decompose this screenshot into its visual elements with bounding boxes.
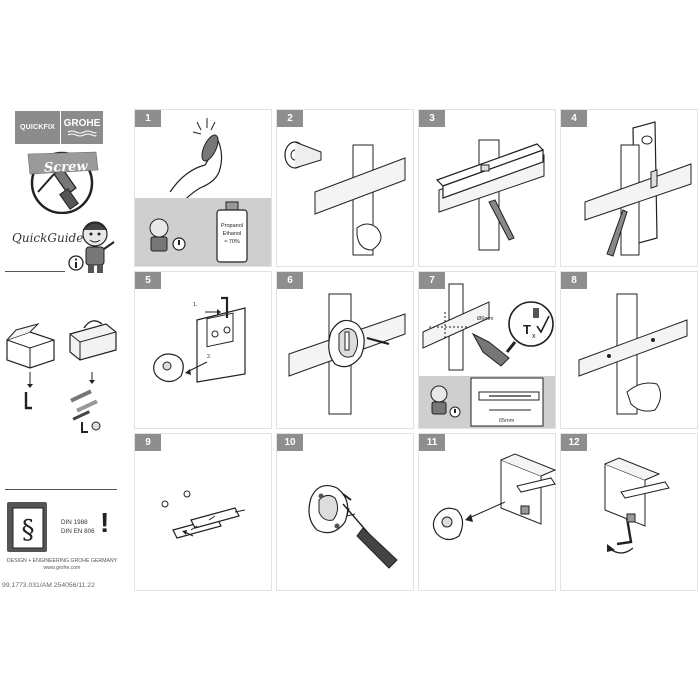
quickfix-logo: QUICKFIX — [15, 111, 60, 144]
step-panel-2: 2 — [276, 109, 414, 267]
install-type-label: Screw — [43, 159, 88, 176]
paragraph-icon: § — [7, 502, 47, 552]
svg-text:T: T — [523, 322, 531, 337]
step-number: 8 — [561, 272, 587, 289]
hex-tightening-illustration — [604, 457, 670, 554]
bottle-ethanol: Ethanol — [222, 231, 242, 237]
template-removal-illustration — [153, 296, 246, 383]
step-number: 4 — [561, 110, 587, 127]
mascot-icon — [82, 221, 115, 273]
level-illustration — [435, 139, 545, 251]
arrow-label-1: 1. — [193, 302, 198, 308]
drilling-illustration: T x — [422, 283, 554, 371]
step-panel-8: 8 — [560, 271, 698, 429]
drill-icon — [27, 151, 99, 214]
step-panel-10: 10 — [276, 433, 414, 591]
design-credit-text: DESIGN + ENGINEERING GROHE GERMANY — [6, 558, 118, 564]
grohe-waves-icon — [67, 130, 97, 137]
step-panel-7: 7 T x Ø6mm 65mm — [418, 271, 556, 429]
norms-divider — [5, 489, 117, 490]
step-panel-11: 11 — [418, 433, 557, 591]
depth-illustration — [430, 377, 544, 427]
info-icon — [68, 255, 84, 271]
step-number: 6 — [277, 272, 303, 289]
step-panel-4: 4 — [560, 109, 698, 267]
screwing-illustration — [308, 485, 398, 569]
step-number: 9 — [135, 434, 161, 451]
tape-illustration — [284, 141, 406, 256]
arrow-label-2: 2. — [207, 354, 212, 360]
dowel-insertion-illustration — [161, 490, 246, 539]
step-number: 2 — [277, 110, 303, 127]
step-panel-1: 1 Propanol Ethanol ≈ 70% — [134, 109, 272, 267]
warning-mark: ! — [100, 507, 110, 538]
hand-cleaning-illustration — [169, 118, 223, 203]
svg-text:§: § — [22, 515, 35, 545]
step-number: 1 — [135, 110, 161, 127]
bracket-positioning-illustration — [288, 293, 406, 415]
step-panel-9: 9 — [134, 433, 272, 591]
toolbox-icon — [69, 320, 117, 433]
guide-title: QuickGuide — [12, 231, 84, 245]
bottle-illustration — [149, 201, 248, 263]
norms-text: DIN 1988 DIN EN 806 — [61, 518, 95, 536]
bottle-label: Propanol Ethanol ≈ 70% — [217, 222, 247, 246]
design-credit: DESIGN + ENGINEERING GROHE GERMANY www.g… — [0, 558, 124, 572]
svg-text:x: x — [532, 333, 536, 340]
drill-diameter: Ø6mm — [477, 316, 494, 322]
step-panel-5: 5 1. 2. — [134, 271, 272, 429]
step-number: 7 — [419, 272, 445, 289]
step-number: 12 — [561, 434, 587, 451]
bottle-percent: ≈ 70% — [224, 239, 240, 245]
holder-mounting-illustration — [432, 453, 557, 541]
step-number: 11 — [419, 434, 445, 451]
step-number: 3 — [419, 110, 445, 127]
drill-depth: 65mm — [499, 418, 515, 424]
step-panel-12: 12 — [560, 433, 698, 591]
bottle-propanol: Propanol — [220, 223, 244, 229]
norm-din-1988: DIN 1988 — [61, 519, 88, 526]
step-panel-3: 3 — [418, 109, 556, 267]
grohe-logo-text: GROHE — [63, 118, 101, 129]
marking-illustration — [584, 121, 692, 257]
norm-din-en-806: DIN EN 806 — [61, 528, 95, 535]
document-number: 99.1773.031/AM 254056/11.22 — [2, 582, 95, 589]
step-number: 10 — [277, 434, 303, 451]
guide-divider — [5, 271, 65, 272]
box-icon — [6, 323, 55, 410]
tape-removal-illustration — [578, 293, 688, 415]
step-number: 5 — [135, 272, 161, 289]
grohe-logo: GROHE — [61, 111, 103, 144]
step-panel-6: 6 — [276, 271, 414, 429]
website-url: www.grohe.com — [43, 565, 81, 571]
